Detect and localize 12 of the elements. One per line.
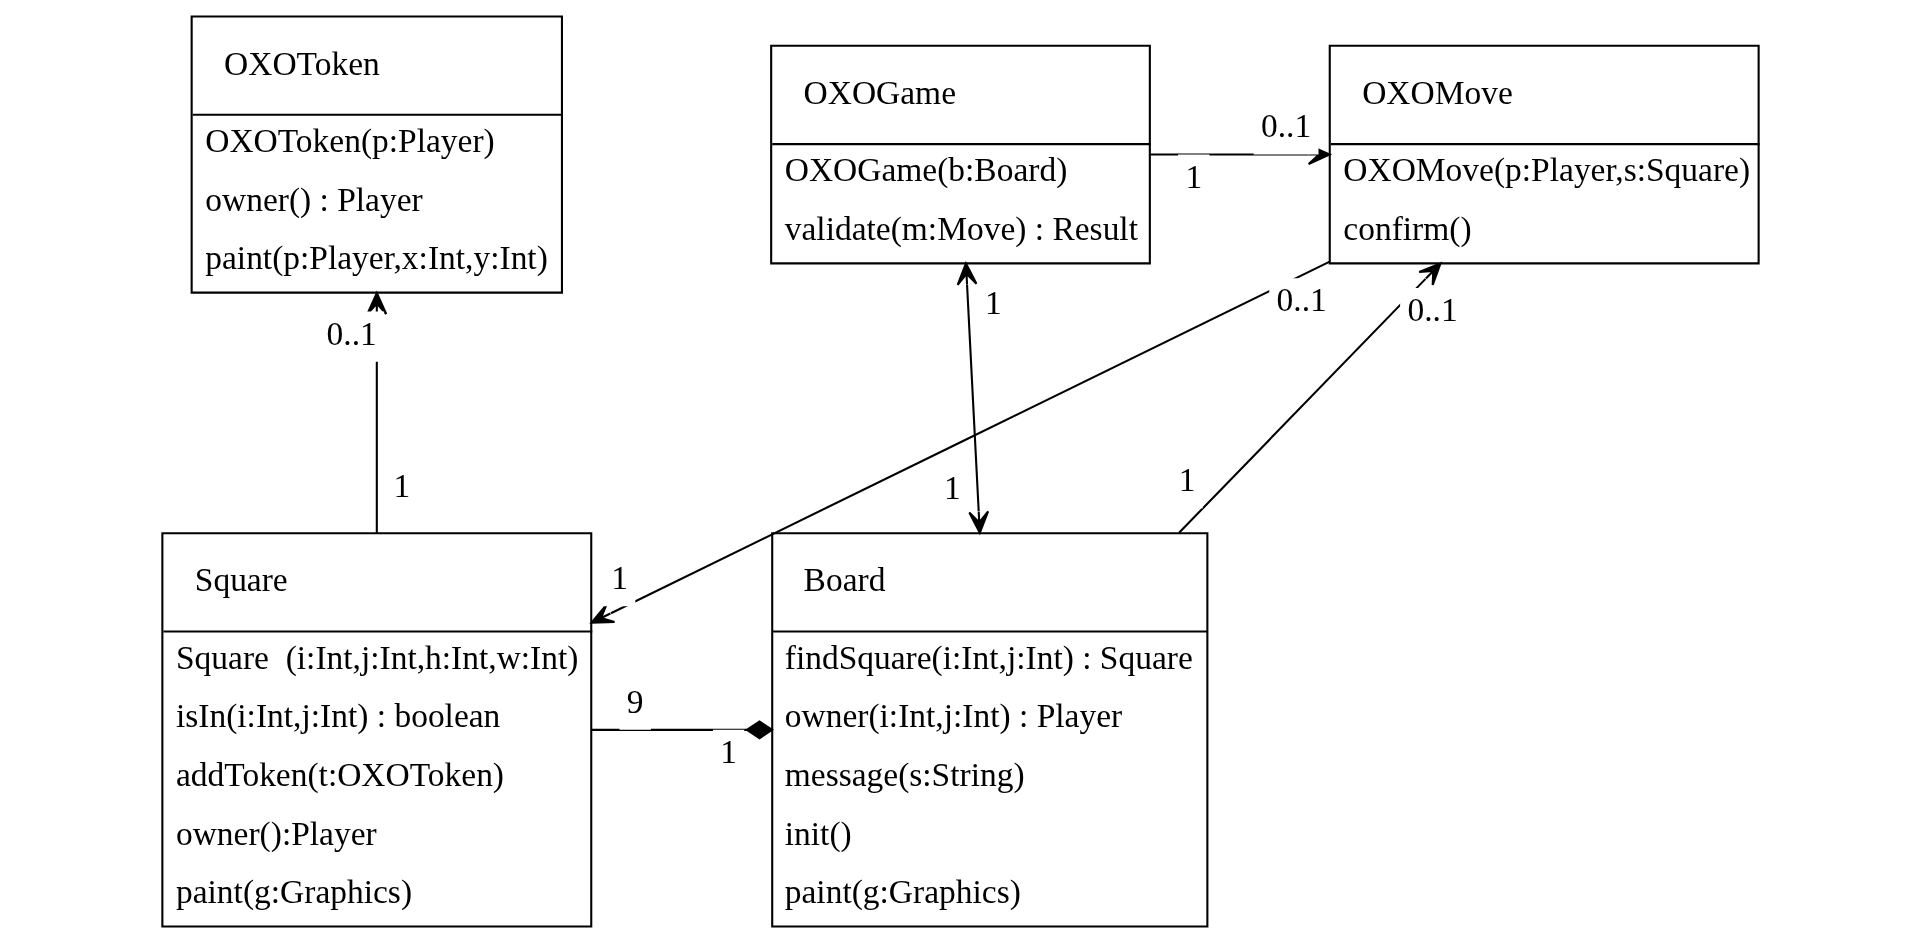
label: 9 (626, 682, 644, 720)
label: 1 (1178, 461, 1196, 499)
label: 1 (393, 467, 411, 505)
label: 0..1 (1407, 290, 1458, 328)
label: 1 (1185, 157, 1203, 195)
label: 1 (611, 558, 628, 596)
label: 1 (720, 732, 737, 770)
label: 1 (984, 283, 1002, 321)
label: 0..1 (1260, 107, 1312, 145)
label: 1 (944, 468, 961, 506)
label: 0..1 (1276, 281, 1327, 319)
label: 0..1 (326, 314, 377, 352)
